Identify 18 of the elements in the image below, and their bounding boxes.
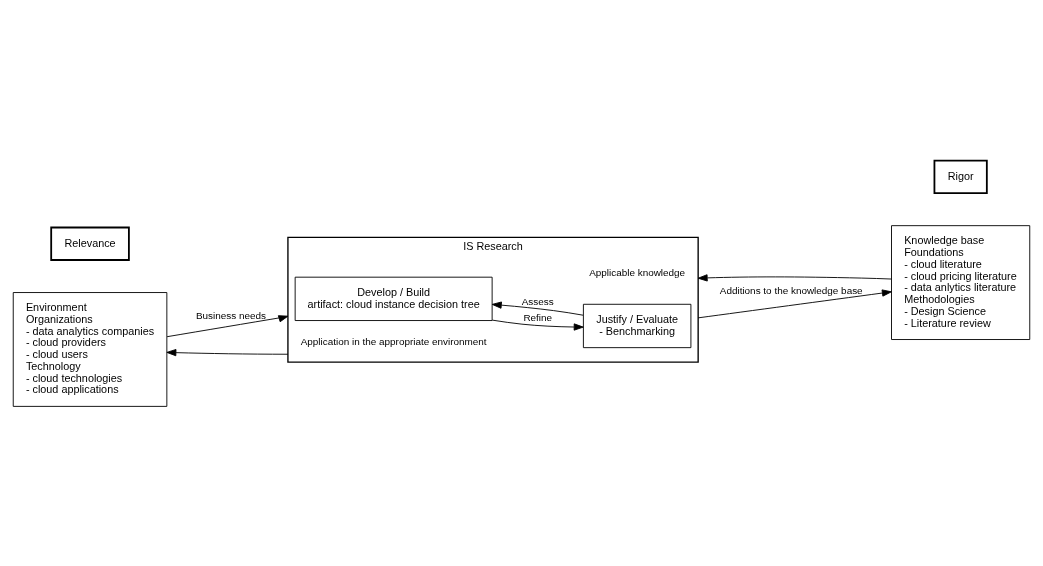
arrow — [491, 319, 584, 331]
edge-label: Additions to the knowledge base — [719, 284, 863, 296]
node-box: Rigor — [933, 159, 988, 194]
arrow — [491, 301, 584, 316]
node-box: Knowledge base Foundations - cloud literature - cloud pricing literature - data anlytics literature Methodologies - Design Science - Literature review — [891, 224, 1031, 340]
node-box: Develop / Build artifact: cloud instance decision tree — [294, 276, 493, 321]
edge-label: Assess — [521, 295, 554, 307]
edge-label: Application in the appropriate environment — [300, 335, 487, 347]
node-box: Justify / Evaluate - Benchmarking — [582, 303, 692, 348]
node-box: Relevance — [50, 226, 130, 261]
edge-label: Refine — [523, 311, 553, 323]
node-box: Environment Organizations - data analytics companies - cloud providers - cloud users Technology - cloud technologies - cloud applications — [12, 291, 168, 407]
arrow — [697, 273, 892, 281]
arrow — [697, 288, 892, 318]
edge-label: Business needs — [195, 309, 267, 321]
arrow — [166, 314, 289, 337]
edge-label: Applicable knowledge — [589, 266, 686, 278]
arrow — [166, 348, 289, 356]
